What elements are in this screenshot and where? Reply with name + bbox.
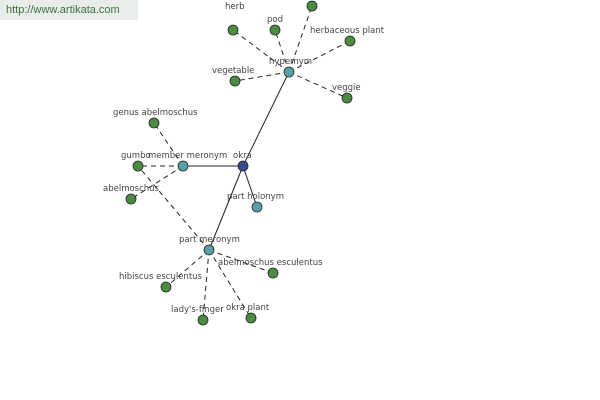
node-label: part holonym bbox=[227, 192, 284, 202]
relation-node-icon[interactable] bbox=[251, 201, 263, 213]
node-pod[interactable]: pod bbox=[267, 15, 283, 36]
relation-node-icon[interactable] bbox=[177, 160, 189, 172]
edge-hypernym-to-veggie bbox=[288, 71, 348, 99]
site-url-banner[interactable]: http://www.artikata.com bbox=[0, 0, 138, 20]
node-genus-abelmoschus[interactable]: genus abelmoschus bbox=[113, 108, 198, 129]
leaf-node-icon[interactable] bbox=[160, 281, 172, 293]
leaf-node-icon[interactable] bbox=[132, 160, 144, 172]
leaf-node-icon[interactable] bbox=[245, 312, 257, 324]
node-hypernym[interactable]: hypernym bbox=[269, 57, 312, 78]
node-vegetable[interactable]: vegetable bbox=[212, 66, 254, 87]
edge-hypernym-to-vegetable bbox=[234, 71, 290, 82]
node-ladys-finger[interactable]: lady's-finger bbox=[171, 305, 224, 326]
center-node-icon[interactable] bbox=[237, 160, 249, 172]
edge-part-meronym-to-abelmoschus-esculentus bbox=[208, 249, 274, 274]
node-member-meronym[interactable]: member meronym bbox=[148, 151, 227, 172]
node-label: herb bbox=[225, 2, 245, 12]
leaf-node-icon[interactable] bbox=[229, 75, 241, 87]
node-label: abelmoschus esculentus bbox=[218, 258, 323, 268]
node-okra-plant[interactable]: okra plant bbox=[226, 303, 270, 324]
leaf-node-icon[interactable] bbox=[148, 117, 160, 129]
node-label: gumbo bbox=[121, 151, 151, 161]
leaf-node-icon[interactable] bbox=[227, 24, 239, 36]
relation-node-icon[interactable] bbox=[203, 244, 215, 256]
node-label: okra plant bbox=[226, 303, 270, 313]
node-label: hypernym bbox=[269, 57, 312, 67]
node-label: abelmoschus bbox=[103, 184, 160, 194]
node-veggie[interactable]: veggie bbox=[332, 83, 361, 104]
node-label: vegetable bbox=[212, 66, 254, 76]
node-gumbo[interactable]: gumbo bbox=[121, 151, 151, 172]
leaf-node-icon[interactable] bbox=[344, 35, 356, 47]
leaf-node-icon[interactable] bbox=[269, 24, 281, 36]
leaf-node-icon[interactable] bbox=[197, 314, 209, 326]
node-label: part meronym bbox=[179, 235, 240, 245]
edge-hypernym-to-herb bbox=[232, 29, 290, 73]
edge-okra-to-part-holonym bbox=[242, 165, 258, 208]
edge-hypernym-to-pod bbox=[274, 29, 290, 73]
edge-part-meronym-to-hibiscus-esculentus bbox=[165, 249, 210, 288]
node-hibiscus-esculentus[interactable]: hibiscus esculentus bbox=[119, 272, 203, 293]
leaf-node-icon[interactable] bbox=[125, 193, 137, 205]
node-abelmoschus[interactable]: abelmoschus bbox=[103, 184, 160, 205]
edge-part-meronym-to-okra-plant bbox=[208, 249, 252, 319]
edge-hypernym-to-unlabeled-top bbox=[288, 5, 313, 73]
relation-node-icon[interactable] bbox=[283, 66, 295, 78]
node-herb[interactable]: herb bbox=[225, 2, 245, 36]
node-layer: okra hypernym member meronym part holonym pa… bbox=[103, 0, 385, 326]
leaf-node-icon[interactable] bbox=[341, 92, 353, 104]
node-label: veggie bbox=[332, 83, 361, 93]
leaf-node-icon[interactable] bbox=[306, 0, 318, 12]
node-part-holonym[interactable]: part holonym bbox=[227, 192, 284, 213]
edge-hypernym-to-herbaceous-plant bbox=[288, 40, 351, 73]
edge-okra-to-hypernym bbox=[242, 71, 290, 167]
node-part-meronym[interactable]: part meronym bbox=[179, 235, 240, 256]
edge-part-meronym-to-ladys-finger bbox=[202, 249, 210, 321]
edge-okra-to-part-meronym bbox=[208, 165, 244, 251]
node-abelmoschus-esculentus[interactable]: abelmoschus esculentus bbox=[218, 258, 323, 279]
node-label: lady's-finger bbox=[171, 305, 224, 315]
node-label: okra bbox=[233, 151, 252, 161]
node-unlabeled-top[interactable] bbox=[306, 0, 318, 12]
leaf-node-icon[interactable] bbox=[267, 267, 279, 279]
node-label: genus abelmoschus bbox=[113, 108, 198, 118]
edge-member-meronym-to-abelmoschus bbox=[130, 165, 184, 200]
node-label: herbaceous plant bbox=[310, 26, 385, 36]
node-herbaceous-plant[interactable]: herbaceous plant bbox=[310, 26, 385, 47]
node-label: pod bbox=[267, 15, 283, 25]
edge-part-meronym-to-gumbo bbox=[137, 165, 210, 251]
node-label: hibiscus esculentus bbox=[119, 272, 203, 282]
node-okra[interactable]: okra bbox=[233, 151, 252, 172]
edge-layer bbox=[130, 5, 351, 321]
node-label: member meronym bbox=[148, 151, 227, 161]
